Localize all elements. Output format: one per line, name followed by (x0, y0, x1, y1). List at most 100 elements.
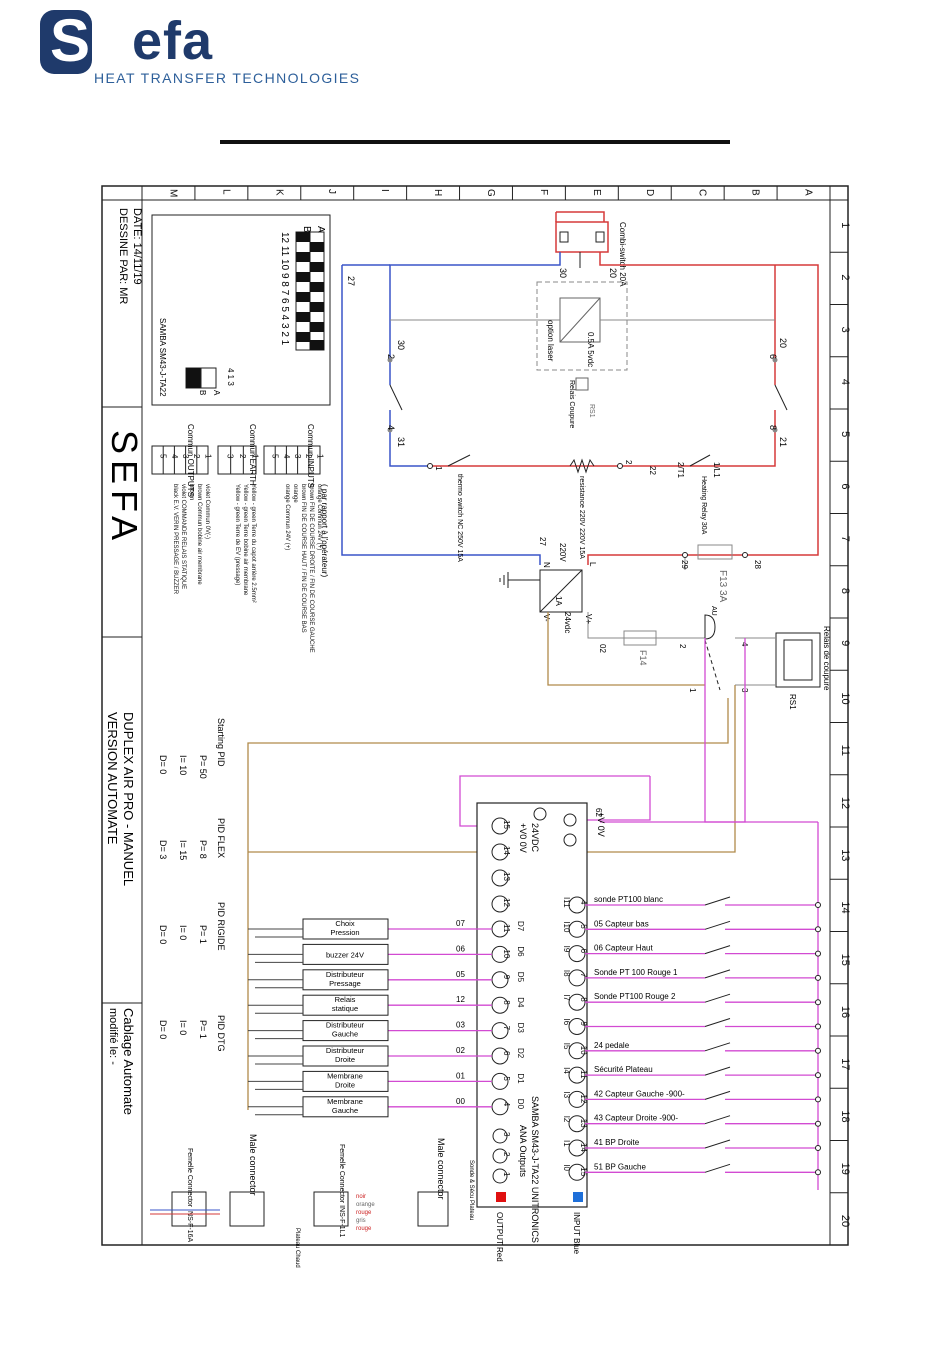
plc-extra-pin (491, 843, 509, 861)
row-letter-D: D (644, 189, 655, 196)
plc-ana-pin-label: 2 (502, 1152, 511, 1157)
plc-extra-pin (491, 895, 509, 913)
svg-text:violet COMMANDE RELAIS STATI: violet COMMANDE RELAIS STATIQUE (180, 484, 186, 589)
svg-text:3: 3 (181, 454, 190, 459)
legend-earth-line: Yellow - green Terre bobine air membrane (242, 484, 248, 596)
row-letter-J: J (326, 189, 337, 194)
svg-text:D3: D3 (516, 1023, 525, 1034)
legend-inputs-line: orange Commun 24V (+) (284, 484, 290, 550)
svg-text:K: K (273, 189, 284, 196)
rs1-label: RS1 (588, 404, 595, 418)
svg-text:13: 13 (579, 1119, 588, 1128)
col-number-10: 10 (839, 692, 851, 704)
plc-input-label: 42 Capteur Gauche -900- (594, 1089, 685, 1098)
plc-input-pin: 9 (579, 1022, 588, 1027)
svg-text:orange: orange (292, 484, 298, 503)
svg-text:H: H (432, 189, 443, 196)
svg-text:I9: I9 (562, 946, 571, 953)
plc-output-code: D1 (516, 1073, 525, 1084)
svg-text:20: 20 (839, 1215, 851, 1227)
legend-outputs-line: brown Commun bobine air membrane (196, 484, 202, 585)
col-number-15: 15 (839, 954, 851, 966)
svg-text:A: A (315, 226, 326, 233)
svg-text:I5: I5 (562, 1043, 571, 1050)
tb-date: DATE: 14/11/19 (131, 208, 143, 285)
plc-input-pin: 5 (579, 924, 588, 929)
legend-outputs-line: black E.V. VERIN PRESSAGE / BUZZER (172, 484, 178, 595)
svg-text:14: 14 (839, 901, 851, 913)
term-8: 8 (768, 425, 778, 430)
plc-output-wire: 00 (456, 1097, 465, 1106)
plc-extra-pin-label: 15 (502, 820, 511, 829)
sefa-logo-mark: S (40, 7, 92, 74)
row-letter-C: C (697, 189, 708, 196)
legend-inputs-line: orange Commun 24V (+) (316, 484, 322, 550)
svg-text:10: 10 (839, 692, 851, 704)
plc-output-pin: 5 (502, 1076, 511, 1081)
svg-text:I0: I0 (562, 1164, 571, 1171)
dip-row-a: A (315, 226, 326, 233)
legend-earth-pin: 1 (251, 454, 260, 459)
plc-output-wire: 01 (456, 1071, 465, 1080)
svg-text:1/L1: 1/L1 (712, 462, 721, 478)
svg-text:+V 0V: +V 0V (596, 812, 606, 837)
svg-text:8: 8 (768, 425, 778, 430)
plc-output-code: D6 (516, 946, 525, 957)
svg-text:Heating Relay 30A: Heating Relay 30A (700, 476, 707, 535)
svg-text:7: 7 (502, 1026, 511, 1031)
plc-output-wire: 12 (456, 995, 465, 1004)
legend-inputs-pin: 3 (293, 454, 302, 459)
rs1b-label: RS1 (788, 694, 797, 710)
plc-input-label: 24 pedale (594, 1041, 630, 1050)
plc-ana-pin (492, 1148, 508, 1164)
emergency-stop-au (704, 614, 716, 640)
plc-input-code: I8 (562, 970, 571, 977)
tb-project: DUPLEX AIR PRO - MANUEL VERSION AUTOMATE (105, 712, 136, 886)
term-27b: 27 (538, 537, 547, 546)
live-wire (587, 252, 819, 565)
wire-27-label: 27 (346, 276, 356, 286)
svg-text:24VDC: 24VDC (530, 823, 540, 853)
row-letter-M: M (167, 189, 178, 197)
psu-amps-label: 1A (554, 596, 563, 606)
row-letter-L: L (220, 189, 231, 195)
switch-30-label: 30 (558, 268, 568, 278)
au-label: AU (710, 606, 717, 616)
switch-20-label: 20 (608, 268, 618, 278)
option-laser-label: option laser (546, 320, 555, 362)
svg-text:brown FIN DE COURSE HAUT / FI: brown FIN DE COURSE HAUT / FIN DE COURSE… (300, 484, 306, 633)
svg-text:SAMBA SM43-J-TA22: SAMBA SM43-J-TA22 (158, 318, 167, 397)
svg-text:Relais Coupure: Relais Coupure (568, 380, 575, 428)
svg-text:22: 22 (648, 466, 657, 475)
plc-input-label: sonde PT100 blanc (594, 895, 663, 904)
svg-text:9: 9 (579, 1022, 588, 1027)
plc-input-label: 43 Capteur Droite -900- (594, 1114, 678, 1123)
svg-text:brown: brown (188, 484, 194, 500)
svg-text:29: 29 (680, 560, 689, 569)
svg-text:4: 4 (839, 379, 851, 385)
svg-text:I1: I1 (562, 1140, 571, 1147)
svg-text:2: 2 (238, 454, 247, 459)
psu-in-label: 220V (558, 543, 567, 562)
svg-text:SAMBA SM43-J-TA22 UNITRONICS: SAMBA SM43-J-TA22 UNITRONICS (530, 1096, 540, 1243)
svg-text:B: B (301, 226, 312, 233)
svg-text:P= 50: P= 50 (198, 755, 208, 779)
option-laser-box (536, 281, 628, 371)
plc-output-code: D2 (516, 1048, 525, 1059)
col-number-3: 3 (839, 327, 851, 333)
logo-name: efa (132, 11, 214, 71)
svg-text:2: 2 (839, 274, 851, 280)
connector-female-16a: Femelle Connector INS-F-16A (150, 1148, 220, 1242)
svg-text:D7: D7 (516, 921, 525, 932)
svg-text:A: A (212, 390, 221, 396)
svg-text:Plateau Chaud: Plateau Chaud (294, 1228, 300, 1268)
svg-text:2: 2 (304, 454, 313, 459)
svg-text:31: 31 (396, 437, 406, 447)
term-02: 02 (598, 644, 607, 653)
